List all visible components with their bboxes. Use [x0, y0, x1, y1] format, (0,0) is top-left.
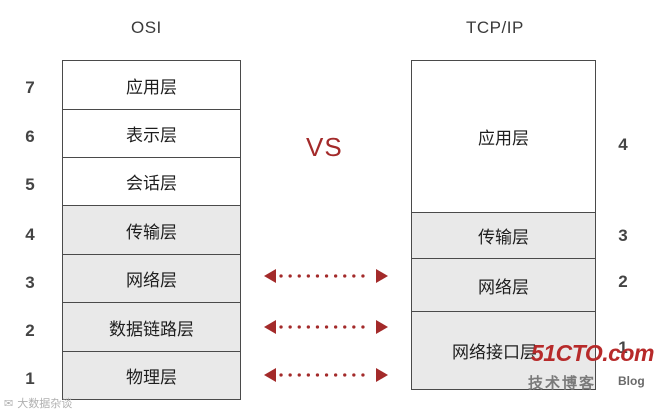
osi-num-6: 6	[25, 127, 35, 146]
watermark-left-text: 大数据杂谈	[17, 397, 73, 410]
osi-num-7: 7	[25, 78, 35, 97]
layer-label: 网络接口层	[452, 343, 537, 363]
tcpip-num-3: 3	[618, 226, 628, 245]
layer-label: 表示层	[126, 126, 177, 146]
layer-label: 会话层	[126, 174, 177, 194]
watermark-tagline: 技术博客	[528, 374, 597, 392]
tcpip-layer-1: 网络接口层	[412, 312, 595, 389]
osi-layer-5: 会话层	[63, 158, 240, 206]
layer-label: 数据链路层	[109, 319, 194, 340]
osi-stack: 应用层 表示层 会话层 传输层 网络层 数据链路层 物理层	[62, 60, 241, 400]
arrow-physical	[264, 368, 388, 382]
layer-label: 网络层	[478, 277, 529, 298]
layer-label: 网络层	[126, 271, 177, 291]
wechat-icon: ✉	[4, 396, 14, 410]
osi-layer-3: 网络层	[63, 255, 240, 303]
osi-num-1: 1	[25, 369, 35, 388]
osi-layer-7: 应用层	[63, 61, 240, 110]
osi-num-4: 4	[25, 225, 35, 244]
watermark-brand: 51CTO.com	[531, 340, 654, 366]
osi-num-3: 3	[25, 273, 35, 292]
layer-label: 应用层	[126, 77, 177, 98]
osi-layer-2: 数据链路层	[63, 303, 240, 352]
osi-num-2: 2	[25, 321, 35, 340]
tcpip-num-4: 4	[618, 135, 628, 154]
layer-label: 物理层	[126, 368, 177, 388]
tcpip-layer-3: 传输层	[412, 213, 595, 259]
vs-label: VS	[306, 132, 343, 162]
osi-layer-1: 物理层	[63, 352, 240, 399]
layer-label: 传输层	[478, 228, 529, 248]
osi-layer-6: 表示层	[63, 110, 240, 158]
tcpip-num-1: 1	[618, 338, 628, 357]
layer-label: 传输层	[126, 222, 177, 243]
arrow-datalink	[264, 320, 388, 334]
osi-layer-4: 传输层	[63, 206, 240, 255]
tcpip-num-2: 2	[618, 272, 628, 291]
watermark-left: ✉ 大数据杂谈	[4, 395, 72, 411]
osi-num-5: 5	[25, 175, 35, 194]
tcpip-stack: 应用层 传输层 网络层 网络接口层	[411, 60, 596, 390]
osi-title: OSI	[131, 18, 162, 37]
arrow-network	[264, 269, 388, 283]
tcpip-layer-2: 网络层	[412, 259, 595, 312]
tcpip-layer-4: 应用层	[412, 61, 595, 213]
watermark-blog: Blog	[618, 374, 645, 388]
tcpip-title: TCP/IP	[466, 18, 524, 37]
layer-label: 应用层	[478, 129, 529, 149]
